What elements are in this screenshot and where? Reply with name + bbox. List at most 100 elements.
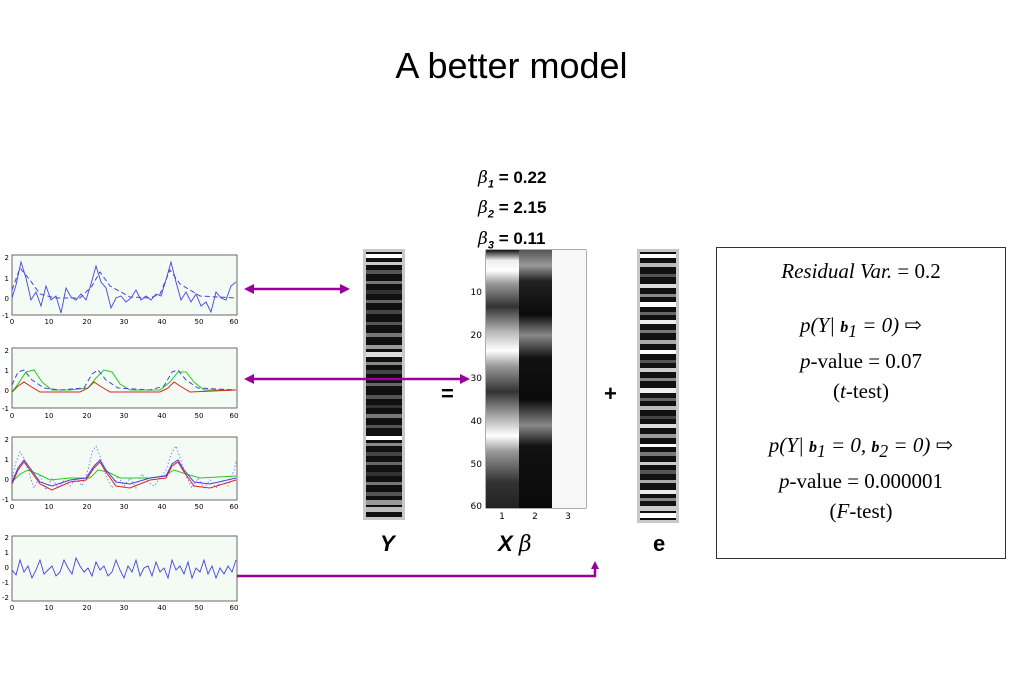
plot-4-x-ticks: 0 10 20 30 40 50 60 (10, 604, 239, 612)
svg-text:20: 20 (83, 604, 92, 612)
design-matrix: 10 20 30 40 50 60 1 2 3 (471, 249, 587, 522)
plot-4: 0 10 20 30 40 50 60 2 1 0 -1 -2 (2, 534, 238, 612)
svg-text:0: 0 (5, 387, 9, 395)
svg-text:60: 60 (230, 604, 239, 612)
svg-text:40: 40 (158, 412, 167, 420)
svg-text:0: 0 (10, 503, 14, 511)
test1-hypothesis: p(Y| b1 = 0) ⇨ (800, 313, 922, 342)
svg-text:2: 2 (5, 347, 9, 355)
svg-text:1: 1 (5, 456, 9, 464)
results-box: Residual Var. = 0.2 p(Y| b1 = 0) ⇨ p-val… (716, 247, 1006, 559)
svg-text:40: 40 (158, 318, 167, 326)
svg-text:30: 30 (120, 604, 129, 612)
plot-1-fit-line (11, 267, 237, 299)
arrow-icon: ⇨ (935, 433, 954, 458)
svg-text:3: 3 (565, 512, 571, 522)
plot-2-y-ticks: 2 1 0 -1 (2, 347, 9, 413)
svg-text:1: 1 (5, 367, 9, 375)
svg-text:50: 50 (471, 460, 483, 470)
beta-2-estimate: β2 = 2.15 (478, 198, 547, 221)
y-label: Y (380, 531, 395, 556)
svg-text:20: 20 (83, 318, 92, 326)
svg-text:0: 0 (10, 412, 14, 420)
svg-text:-1: -1 (2, 405, 9, 413)
svg-text:50: 50 (195, 412, 204, 420)
plot-3-dotted-line (11, 444, 237, 492)
svg-text:60: 60 (230, 503, 239, 511)
arrow-icon: ⇨ (904, 313, 922, 337)
svg-text:-1: -1 (2, 496, 9, 504)
test2-name: (F-test) (829, 499, 893, 524)
svg-text:0: 0 (10, 604, 14, 612)
svg-text:-1: -1 (2, 312, 9, 320)
plot-4-y-ticks: 2 1 0 -1 -2 (2, 534, 9, 602)
test2-pvalue: p-value = 0.000001 (778, 469, 944, 494)
svg-text:60: 60 (230, 318, 239, 326)
svg-text:0: 0 (10, 318, 14, 326)
svg-text:1: 1 (5, 275, 9, 283)
svg-text:0: 0 (5, 476, 9, 484)
y-data-column (363, 249, 405, 520)
svg-text:40: 40 (158, 604, 167, 612)
beta-1-estimate: β1 = 0.22 (478, 168, 547, 191)
e-label: e (653, 531, 666, 556)
svg-text:2: 2 (5, 534, 9, 542)
svg-text:50: 50 (195, 503, 204, 511)
svg-text:30: 30 (471, 374, 483, 384)
arrow-plot4-to-residual (237, 561, 599, 578)
plus-sign: + (604, 381, 617, 406)
svg-text:50: 50 (195, 604, 204, 612)
svg-text:2: 2 (532, 512, 538, 522)
plot-3-blue-line (11, 459, 237, 487)
plot-3-y-ticks: 2 1 0 -1 (2, 436, 9, 504)
svg-text:20: 20 (471, 331, 483, 341)
svg-text:0: 0 (5, 295, 9, 303)
x-beta-label: X β (498, 531, 532, 557)
plot-2-green-line (11, 369, 236, 393)
plot-3: 0 10 20 30 40 50 60 2 1 0 -1 (2, 436, 238, 511)
svg-text:2: 2 (5, 254, 9, 262)
plot-1-data-line (11, 260, 237, 314)
residual-variance: Residual Var. = 0.2 (781, 259, 941, 283)
plot-1: 0 10 20 30 40 50 60 2 1 0 -1 (2, 254, 238, 326)
plot-2-red-line (11, 381, 237, 393)
svg-text:10: 10 (45, 412, 54, 420)
svg-text:20: 20 (83, 503, 92, 511)
plot-2: 0 10 20 30 40 50 60 2 1 0 -1 (2, 347, 238, 420)
svg-text:20: 20 (83, 412, 92, 420)
svg-text:0: 0 (5, 564, 9, 572)
arrow-plot1-to-y (244, 284, 350, 294)
svg-text:60: 60 (471, 502, 483, 512)
test1-name: (t-test) (833, 379, 889, 404)
test1-pvalue: p-value = 0.07 (799, 349, 923, 374)
svg-text:-1: -1 (2, 579, 9, 587)
svg-text:30: 30 (120, 412, 129, 420)
svg-text:40: 40 (158, 503, 167, 511)
slide-title: A better model (395, 45, 628, 86)
svg-text:10: 10 (45, 503, 54, 511)
svg-text:40: 40 (471, 417, 483, 427)
plot-2-blue-dashed-line (11, 369, 237, 391)
plot-1-x-ticks: 0 10 20 30 40 50 60 (10, 318, 239, 326)
beta-3-estimate: β3 = 0.11 (478, 228, 546, 252)
arrow-plot2-to-design (244, 374, 470, 384)
svg-text:1: 1 (499, 512, 505, 522)
svg-text:10: 10 (45, 604, 54, 612)
svg-text:2: 2 (5, 436, 9, 444)
beta-estimates: β1 = 0.22 β2 = 2.15 β3 = 0.11 (478, 166, 546, 257)
design-matrix-y-ticks: 10 20 30 40 50 60 (471, 288, 483, 512)
plot-3-x-ticks: 0 10 20 30 40 50 60 (10, 503, 239, 511)
equals-sign: = (441, 381, 454, 406)
plot-4-data-line (11, 556, 237, 580)
svg-text:-2: -2 (2, 594, 9, 602)
svg-text:30: 30 (120, 318, 129, 326)
svg-text:10: 10 (471, 288, 483, 298)
plot-2-x-ticks: 0 10 20 30 40 50 60 (10, 412, 239, 420)
svg-text:10: 10 (45, 318, 54, 326)
design-matrix-x-ticks: 1 2 3 (499, 512, 571, 522)
plot-1-y-ticks: 2 1 0 -1 (2, 254, 9, 320)
svg-text:60: 60 (230, 412, 239, 420)
svg-text:30: 30 (120, 503, 129, 511)
arrows (237, 284, 599, 578)
